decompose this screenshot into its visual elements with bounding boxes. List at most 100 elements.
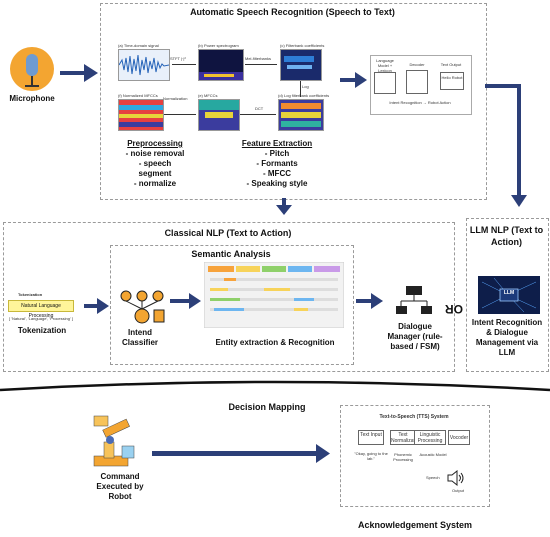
features-title: Feature Extraction xyxy=(241,139,313,148)
normalization-label: Normalization xyxy=(163,96,188,101)
asr-title: Automatic Speech Recognition (Speech to … xyxy=(190,7,395,17)
speaker-icon xyxy=(447,470,464,486)
tts-title: Text-to-Speech (TTS) System xyxy=(379,414,449,420)
microphone-label: Microphone xyxy=(9,94,55,103)
preprocessing-item: - noise removal xyxy=(125,149,185,158)
decoder-box xyxy=(406,70,428,94)
arrow-robot-tts-shaft xyxy=(152,451,318,456)
arrow-mic-asr-shaft xyxy=(60,71,86,75)
preprocessing-item: segment xyxy=(138,169,172,178)
arrow-mic-asr-head xyxy=(84,64,98,82)
classical-title: Classical NLP (Text to Action) xyxy=(164,228,292,238)
hello-robot-box: Hello Robot xyxy=(440,72,464,90)
preprocessing-item: - speech xyxy=(138,159,172,168)
log-filterbank-panel xyxy=(278,99,324,131)
separator-arc xyxy=(0,380,550,392)
stft-label: STFT |·|² xyxy=(170,56,186,61)
features-block: Feature Extraction - Pitch - Formants - … xyxy=(232,139,322,189)
panel-f-label: (f) Normalized MFCCs xyxy=(118,93,158,98)
mfcc-panel xyxy=(198,99,240,131)
tts-output: Output xyxy=(452,488,465,493)
preprocessing-item: - normalize xyxy=(133,179,177,188)
inner-arrow-1 xyxy=(172,64,196,65)
microphone-head xyxy=(26,54,38,76)
classifier-icon xyxy=(120,290,165,324)
arrow-features-model-head xyxy=(355,72,367,88)
filterbank-panel xyxy=(280,49,322,81)
panel-a-label: (a) Time-domain signal xyxy=(118,43,159,48)
lm-label: Language Model + Lexicon xyxy=(376,58,394,73)
power-spectrogram-panel xyxy=(198,49,244,81)
intent-robot-label: Intent Recognition → Robot Action xyxy=(389,100,451,105)
arrow-entity-dialogue-head xyxy=(371,293,383,309)
features-item: - MFCC xyxy=(263,169,291,178)
waveform-panel xyxy=(118,49,170,81)
panel-b-label: (b) Power spectrogram xyxy=(198,43,239,48)
inner-arrow-2 xyxy=(245,64,277,65)
dialogue-icon xyxy=(396,286,432,314)
lm-box xyxy=(374,72,396,94)
robot-label: Command Executed by Robot xyxy=(96,472,144,501)
panel-e-label: (e) MFCCs xyxy=(198,93,218,98)
microphone-stand xyxy=(31,76,33,86)
llm-chip: LLM xyxy=(503,290,515,296)
inner-arrow-3 xyxy=(300,81,301,97)
classical-box xyxy=(3,222,455,372)
features-item: - Formants xyxy=(256,159,298,168)
tts-acoustic: Acoustic Model xyxy=(419,452,447,457)
llm-box xyxy=(466,218,549,372)
panel-d-label: (d) Log filterbank coefficients xyxy=(278,93,330,98)
arrow-asr-llm-horizontal xyxy=(485,84,521,88)
features-item: - Pitch xyxy=(264,149,290,158)
text-output-label: Text Output xyxy=(440,62,462,67)
tts-example: "Okay, going to the lab." xyxy=(354,451,388,461)
tts-normalize: Text Normalization xyxy=(390,430,422,445)
arrow-token-classifier-head xyxy=(97,298,109,314)
inner-arrow-4 xyxy=(240,114,276,115)
arrow-asr-classical-head xyxy=(276,205,292,215)
features-item: - Speaking style xyxy=(246,179,308,188)
intend-label: Intend Classifier xyxy=(121,328,159,347)
arrow-asr-classical-shaft xyxy=(282,198,286,206)
tts-speech: Speech xyxy=(426,475,440,480)
arrow-classifier-entity-head xyxy=(189,293,201,309)
tokenization-head: Tokenization xyxy=(18,292,43,297)
microphone-base xyxy=(25,85,39,87)
preprocessing-block: Preprocessing - noise removal - speech s… xyxy=(110,139,200,189)
arrow-asr-llm-head xyxy=(511,195,527,207)
tts-box xyxy=(340,405,490,507)
preprocessing-title: Preprocessing xyxy=(127,139,183,148)
dct-label: DCT xyxy=(255,106,264,111)
tokens-split: [ 'Natural', 'Language', 'Processing' ] xyxy=(9,316,73,321)
normalized-mfcc-panel xyxy=(118,99,164,131)
arrow-token-classifier-shaft xyxy=(84,304,98,308)
llm-caption: Intent Recognition & Dialogue Management… xyxy=(471,318,543,357)
decoder-label: Decoder xyxy=(409,62,425,67)
dialogue-label: Dialogue Manager (rule-based / FSM) xyxy=(387,322,443,351)
semantic-title: Semantic Analysis xyxy=(191,249,271,259)
llm-title: LLM NLP (Text to Action) xyxy=(469,225,544,247)
tts-linguistic: Linguistic Processing xyxy=(414,430,446,445)
llm-network-image xyxy=(478,276,540,314)
mel-label: Mel-filterbanks xyxy=(245,56,272,61)
tokenization-label: Tokenization xyxy=(17,326,67,335)
ack-label: Acknowledgement System xyxy=(357,520,473,530)
arrow-entity-dialogue-shaft xyxy=(356,299,372,303)
arrow-classifier-entity-shaft xyxy=(170,299,190,303)
robot-arm-icon xyxy=(93,415,135,467)
tts-phonemic: Phonemic Processing xyxy=(393,452,413,462)
panel-c-label: (c) Filterbank coefficients xyxy=(280,43,325,48)
semantic-box xyxy=(110,245,354,365)
inner-arrow-5 xyxy=(164,114,196,115)
tts-text-input: Text Input xyxy=(358,430,384,445)
arrow-features-model-shaft xyxy=(340,78,356,82)
log-label: Log xyxy=(302,84,309,89)
or-label: OR xyxy=(445,302,463,316)
entity-image xyxy=(204,262,344,328)
tokens-text: Natural Language Processing xyxy=(8,300,74,319)
arrow-robot-tts-head xyxy=(316,444,330,463)
arrow-asr-llm-vertical xyxy=(517,84,521,196)
asr-box xyxy=(100,3,487,200)
decision-mapping: Decision Mapping xyxy=(228,402,306,412)
entity-label: Entity extraction & Recognition xyxy=(215,338,335,347)
